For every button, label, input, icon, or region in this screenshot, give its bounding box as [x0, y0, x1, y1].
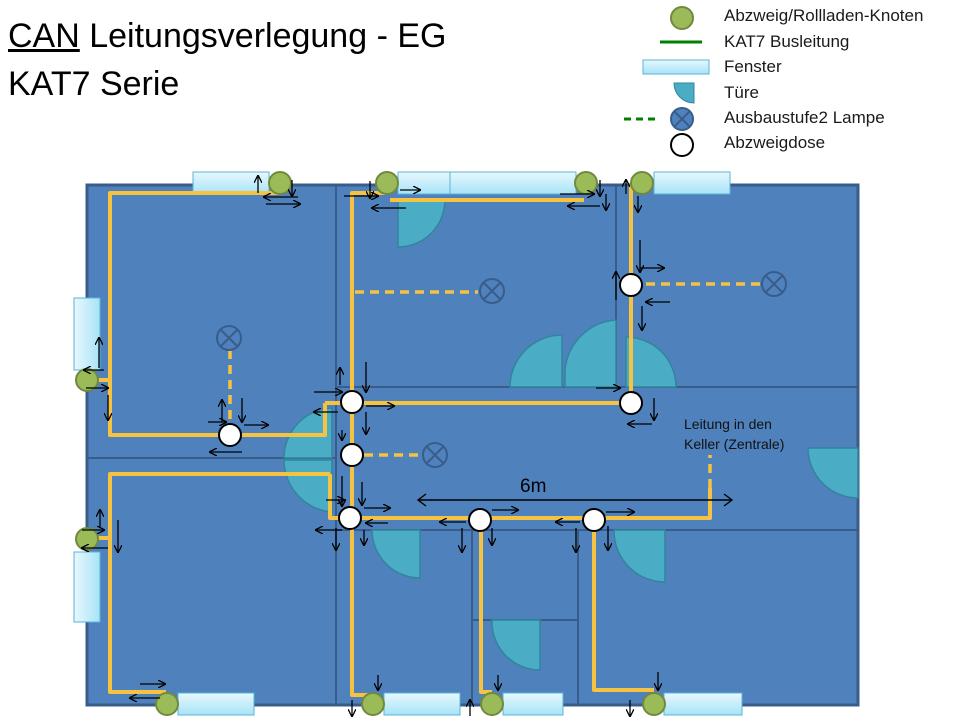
title-can: CAN	[8, 17, 80, 55]
junction-box-icon	[340, 390, 364, 414]
junction-boxes	[218, 273, 643, 532]
direction-arrows	[82, 176, 670, 716]
window-icon	[73, 551, 101, 623]
window-icon	[642, 59, 710, 75]
green-node-icon	[480, 692, 504, 716]
window-icon	[663, 692, 743, 716]
green-line-icon	[660, 40, 702, 44]
lamp-icon	[479, 278, 505, 304]
arrow-icon	[723, 493, 734, 507]
window-icon	[653, 171, 731, 195]
legend-label-junction: Abzweigdose	[724, 133, 826, 152]
legend-label-lamp: Ausbaustufe2 Lampe	[724, 108, 885, 127]
legend-row-lamp: Ausbaustufe2 Lampe	[620, 106, 960, 131]
green-node-icon	[268, 171, 292, 195]
legend-row-junction: Abzweigdose	[620, 131, 960, 157]
junction-box-icon	[619, 391, 643, 415]
legend-label-node: Abzweig/Rollladen-Knoten	[724, 6, 924, 25]
lamps	[216, 271, 787, 468]
legend-label-door: Türe	[724, 83, 759, 102]
junction-box-icon	[670, 133, 694, 157]
junction-box-icon	[338, 506, 362, 530]
green-node-icon	[75, 527, 99, 551]
legend: Abzweig/Rollladen-Knoten KAT7 Busleitung…	[620, 2, 960, 162]
legend-label-window: Fenster	[724, 57, 782, 76]
lamp-icon	[761, 271, 787, 297]
distance-label: 6m	[520, 476, 547, 497]
door-icon	[397, 199, 446, 248]
green-node-icon	[375, 171, 399, 195]
door-icon	[509, 334, 563, 388]
legend-row-door: Türe	[620, 81, 960, 106]
window-icon	[397, 171, 451, 195]
window-icon	[449, 171, 577, 195]
page-title: CAN Leitungsverlegung - EG KAT7 Serie	[8, 12, 446, 108]
legend-label-line: KAT7 Busleitung	[724, 32, 850, 51]
green-node-icon	[361, 692, 385, 716]
door-icon	[564, 319, 617, 388]
dimension-6m	[416, 493, 734, 507]
cellar-annotation: Leitung in den Keller (Zentrale)	[684, 416, 785, 452]
green-node-icon	[630, 171, 654, 195]
lamp-lines	[228, 282, 760, 488]
doors	[283, 199, 859, 671]
junction-box-icon	[340, 443, 364, 467]
green-node-icon	[155, 692, 179, 716]
title-line2: KAT7 Serie	[8, 65, 180, 103]
legend-row-node: Abzweig/Rollladen-Knoten	[620, 4, 960, 30]
door-icon	[491, 619, 541, 671]
green-node-icon	[642, 692, 666, 716]
arrow-icon	[416, 493, 427, 507]
cable-route	[108, 472, 330, 694]
door-icon	[371, 529, 421, 579]
title-line1: Leitungsverlegung - EG	[79, 17, 447, 55]
junction-box-icon	[468, 508, 492, 532]
window-icon	[177, 692, 255, 716]
legend-row-line: KAT7 Busleitung	[620, 30, 960, 55]
cable-route	[479, 521, 492, 694]
cable-route	[108, 191, 327, 437]
junction-box-icon	[582, 508, 606, 532]
window-icon	[383, 692, 461, 716]
lamp-icon	[422, 442, 448, 468]
rooms	[85, 183, 860, 707]
junction-box-icon	[218, 423, 242, 447]
green-node-icon	[670, 6, 694, 30]
door-icon	[807, 447, 859, 499]
cable-route	[592, 521, 654, 692]
window-icon	[502, 692, 564, 716]
lamp-icon	[216, 325, 242, 351]
door-icon	[673, 82, 695, 104]
green-node-icon	[574, 171, 598, 195]
window-icon	[73, 297, 101, 371]
windows	[73, 171, 743, 716]
door-icon	[613, 529, 666, 583]
lamp-icon	[624, 107, 694, 131]
junction-box-icon	[619, 273, 643, 297]
legend-row-window: Fenster	[620, 55, 960, 80]
